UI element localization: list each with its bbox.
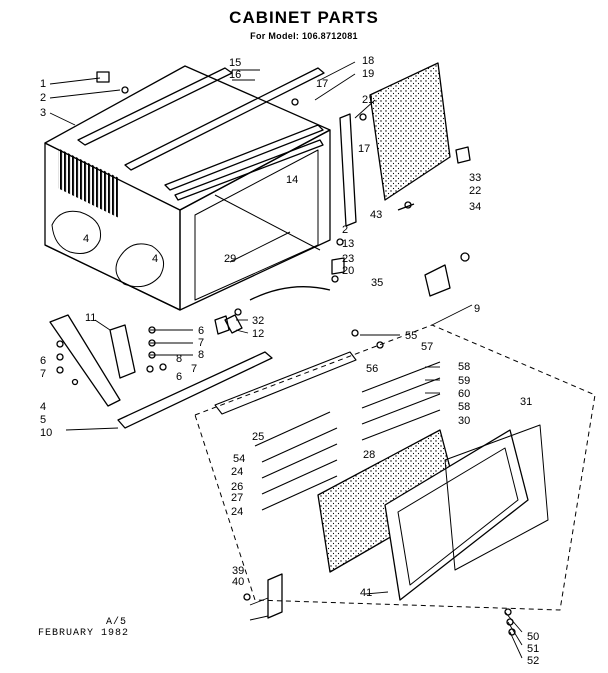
callout-5: 5 [40, 414, 46, 426]
callout-55: 55 [405, 330, 417, 342]
front-grille [384, 424, 549, 601]
footer-code: A/5 [106, 617, 128, 628]
bottom-brackets [49, 314, 273, 429]
callout-16: 16 [229, 69, 241, 81]
callout-56: 56 [366, 363, 378, 375]
callout-1: 1 [40, 78, 46, 90]
side-panel-22 [339, 62, 451, 227]
callout-8: 8 [176, 353, 182, 365]
callout-11: 11 [85, 312, 96, 324]
callout-2: 2 [40, 92, 46, 104]
callout-50: 50 [527, 631, 539, 643]
callout-35: 35 [371, 277, 383, 289]
callout-4: 4 [40, 401, 46, 413]
callout-12: 12 [252, 328, 264, 340]
callout-6: 6 [176, 371, 182, 383]
callout-3: 3 [40, 107, 46, 119]
callout-32: 32 [252, 315, 264, 327]
callout-10: 10 [40, 427, 52, 439]
part-callouts: 1234415161819172117142132320433322343529… [40, 55, 539, 667]
hardware-parts [56, 71, 516, 636]
callout-28: 28 [363, 449, 375, 461]
callout-58: 58 [458, 401, 470, 413]
callout-8: 8 [198, 349, 204, 361]
callout-27: 27 [231, 492, 243, 504]
callout-40: 40 [232, 576, 244, 588]
callout-24: 24 [231, 506, 243, 518]
callout-19: 19 [362, 68, 374, 80]
callout-18: 18 [362, 55, 374, 67]
top-rails [77, 67, 325, 201]
callout-60: 60 [458, 388, 470, 400]
callout-25: 25 [252, 431, 264, 443]
callout-22: 22 [469, 185, 481, 197]
callout-41: 41 [360, 587, 372, 599]
bracket-39 [267, 573, 283, 619]
callout-21: 21 [362, 94, 374, 106]
callout-20: 20 [342, 265, 354, 277]
callout-17: 17 [316, 78, 328, 90]
callout-7: 7 [191, 363, 197, 375]
callout-26: 26 [231, 481, 243, 493]
callout-33: 33 [469, 172, 481, 184]
callout-54: 54 [233, 453, 245, 465]
cabinet-shell [44, 65, 331, 311]
callout-52: 52 [527, 655, 539, 667]
front-assembly-boundary [194, 324, 596, 611]
callout-31: 31 [520, 396, 532, 408]
callout-51: 51 [527, 643, 539, 655]
callout-6: 6 [40, 355, 46, 367]
callout-6: 6 [198, 325, 204, 337]
callout-4: 4 [152, 253, 158, 265]
footer-date: FEBRUARY 1982 [38, 628, 130, 639]
callout-34: 34 [469, 201, 481, 213]
callout-17: 17 [358, 143, 370, 155]
callout-15: 15 [229, 57, 241, 69]
callout-4: 4 [83, 233, 89, 245]
callout-29: 29 [224, 253, 236, 265]
callout-43: 43 [370, 209, 382, 221]
callout-2: 2 [342, 224, 348, 236]
leader-lines [49, 61, 523, 659]
callout-57: 57 [421, 341, 433, 353]
callout-39: 39 [232, 565, 244, 577]
callout-24: 24 [231, 466, 243, 478]
callout-14: 14 [286, 174, 298, 186]
callout-59: 59 [458, 375, 470, 387]
callout-23: 23 [342, 253, 354, 265]
callout-30: 30 [458, 415, 470, 427]
callout-58: 58 [458, 361, 470, 373]
model-subtitle: For Model: 106.8712081 [250, 31, 358, 41]
callout-7: 7 [198, 337, 204, 349]
callout-13: 13 [342, 238, 354, 250]
callout-7: 7 [40, 368, 46, 380]
callout-9: 9 [474, 303, 480, 315]
diagram-title: CABINET PARTS [229, 8, 379, 27]
